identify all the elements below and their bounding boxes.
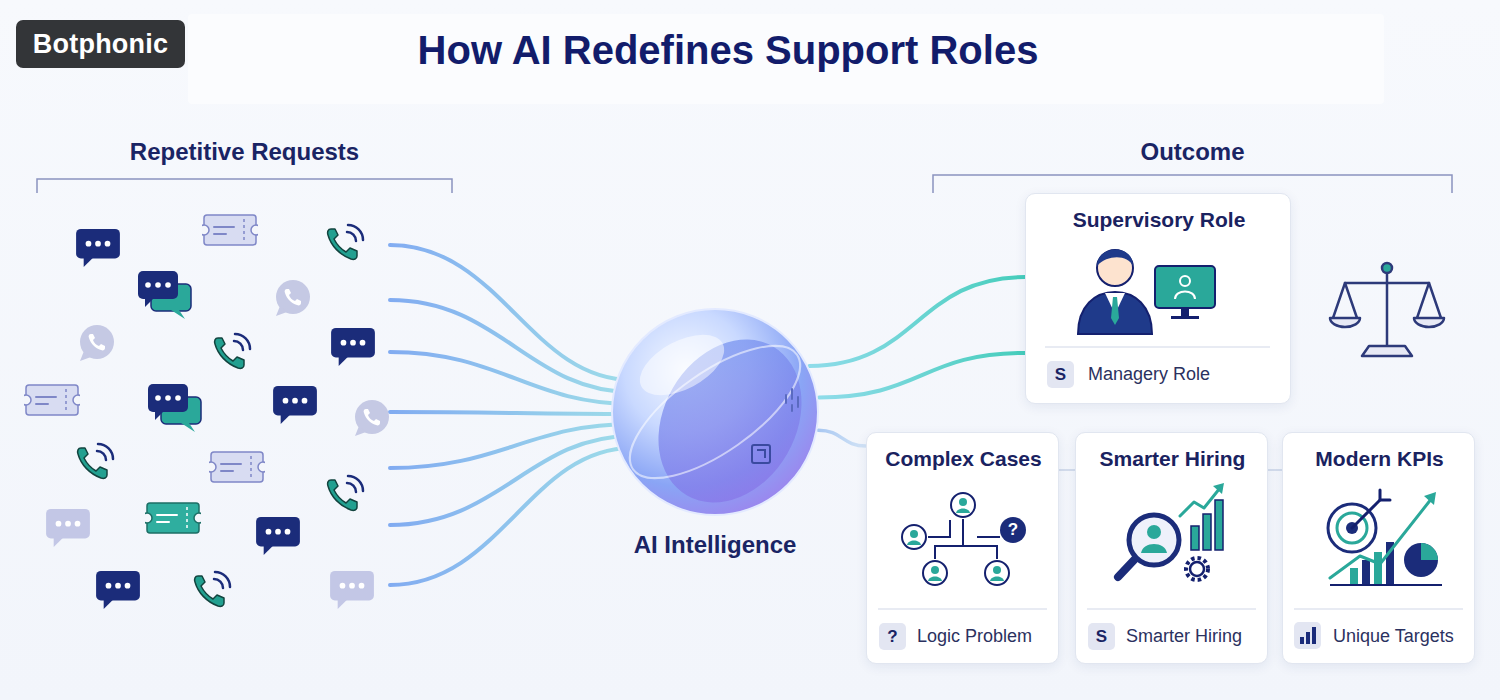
icon-badge: S [1088, 623, 1115, 650]
diagram-title: How AI Redefines Support Roles [228, 28, 1228, 73]
chat-icon [138, 271, 191, 319]
chat-icon [273, 386, 317, 424]
input-stream [390, 352, 632, 404]
outcome-card: Complex CasesLogic Problem? [866, 432, 1059, 664]
node-heading: Modern KPIs [1283, 447, 1476, 471]
connector [1268, 469, 1282, 471]
chat-icon [96, 571, 140, 609]
bracket [933, 175, 1452, 193]
icon-badge: S [1047, 361, 1074, 388]
input-stream [390, 424, 632, 468]
scales-base [1362, 346, 1412, 356]
section-heading: Repetitive Requests [37, 138, 452, 166]
input-stream [390, 412, 632, 414]
chat-icon [256, 517, 300, 555]
node-heading: ? [879, 623, 906, 650]
outcome-card: Smarter HiringSmarter HiringS [1075, 432, 1268, 664]
orb-glyph [757, 450, 765, 458]
phone-icon [328, 476, 363, 510]
orb-glyph [752, 445, 770, 463]
input-stream [390, 245, 632, 380]
connector [809, 277, 1025, 366]
scales-pole [1386, 268, 1389, 346]
ticket-icon [142, 503, 204, 533]
input-stream [390, 448, 632, 585]
node-heading: AI Intelligence [565, 531, 865, 559]
node-heading: Supervisory Role [1026, 208, 1292, 232]
outcome-card: Modern KPIsUnique Targets [1282, 432, 1475, 664]
scales-beam [1345, 282, 1429, 285]
node-heading: S [1047, 361, 1074, 388]
input-stream [390, 300, 632, 392]
scales-pan [1414, 318, 1444, 327]
phone-icon [328, 225, 363, 259]
input-streams [390, 245, 632, 585]
chat-icon [46, 509, 90, 547]
orb-core [630, 314, 820, 517]
chat-icon [331, 328, 375, 366]
outcome-card: Supervisory RoleManagery Role S [1025, 193, 1291, 404]
connector [1059, 469, 1075, 471]
connector [818, 430, 866, 446]
request-icons [21, 215, 389, 609]
section-heading: Outcome [933, 138, 1452, 166]
node-text: Unique Targets [1333, 623, 1470, 650]
brand-logo: Botphonic [16, 20, 185, 68]
ai-sphere: AI Intelligence [610, 307, 820, 517]
scales-pan [1330, 318, 1360, 327]
phone-icon [78, 444, 113, 478]
node-heading: Smarter Hiring [1076, 447, 1269, 471]
question-mark: ? [1003, 520, 1023, 540]
input-stream [390, 436, 632, 525]
call-icon [355, 400, 389, 436]
ticket-icon [21, 385, 83, 415]
scales-knob [1382, 263, 1392, 273]
node-text: Logic Problem [917, 623, 1054, 650]
node-heading: Complex Cases [867, 447, 1060, 471]
call-icon [80, 325, 114, 361]
node-heading: Botphonic [16, 20, 185, 68]
orb-glyph [786, 389, 798, 411]
ticket-icon [199, 215, 261, 245]
connector [819, 353, 1025, 397]
scales-illustration [1330, 263, 1444, 356]
phone-icon [215, 334, 250, 368]
node-text: Smarter Hiring [1126, 623, 1263, 650]
chat-icon [76, 229, 120, 267]
ticket-icon [206, 452, 268, 482]
call-icon [276, 280, 310, 316]
title-band [188, 14, 1384, 104]
icon-badge: ? [879, 623, 906, 650]
node-heading: S [1088, 623, 1115, 650]
bracket [37, 179, 452, 193]
scales-hanger [1333, 283, 1441, 318]
orb-highlight [630, 322, 734, 408]
node-text: Managery Role [1088, 361, 1278, 388]
chat-icon [148, 384, 201, 432]
chat-icon [330, 571, 374, 609]
orb-sphere [610, 307, 820, 517]
orb-ring [610, 322, 820, 502]
phone-icon [195, 572, 230, 606]
